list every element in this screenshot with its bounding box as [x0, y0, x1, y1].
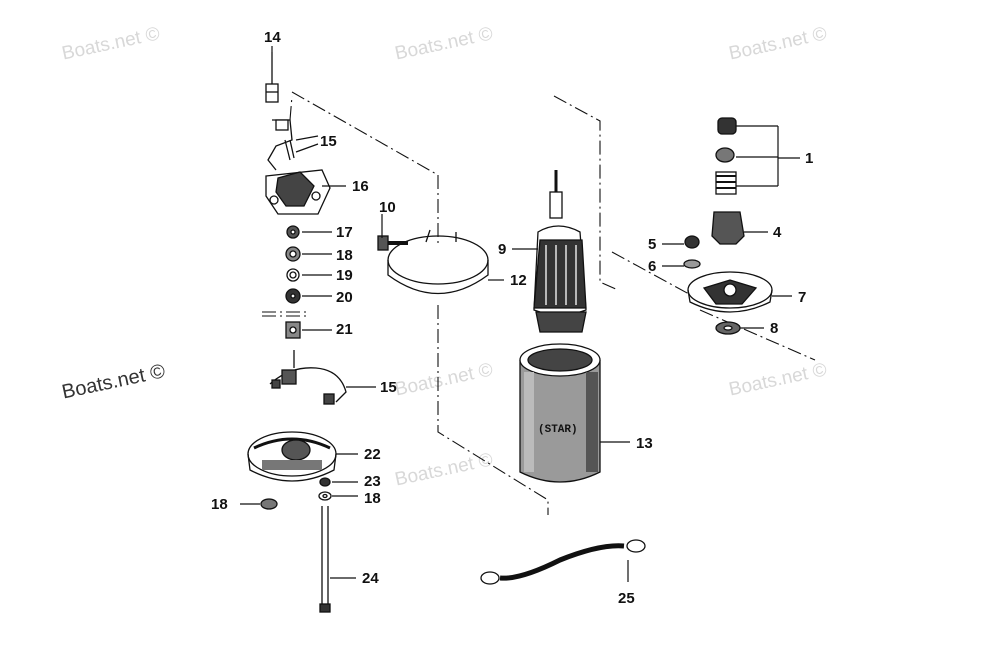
housing-label: (STAR)	[538, 424, 578, 436]
brush-lead-15-lower	[269, 350, 347, 405]
callout-18-lower-right: 18	[364, 490, 381, 507]
alignment-lines	[262, 91, 816, 515]
callout-6: 6	[648, 258, 657, 275]
callout-14: 14	[264, 29, 281, 46]
end-cap-22	[247, 431, 337, 482]
terminal-block-16	[265, 169, 331, 215]
callout-18-lower-left: 18	[211, 496, 228, 513]
callout-9: 9	[498, 241, 507, 258]
band-12	[387, 229, 489, 294]
callout-15-upper: 15	[320, 133, 337, 150]
hardware-1	[715, 117, 737, 195]
housing-13	[519, 343, 601, 483]
callout-15-lower: 15	[380, 379, 397, 396]
callout-24: 24	[362, 570, 379, 587]
end-plate-7	[687, 271, 773, 313]
through-bolt-24	[319, 506, 331, 613]
callout-23: 23	[364, 473, 381, 490]
callout-5: 5	[648, 236, 657, 253]
bolt-14	[265, 52, 279, 103]
callout-13: 13	[636, 435, 653, 452]
callout-17: 17	[336, 224, 353, 241]
callout-8: 8	[770, 320, 779, 337]
callout-22: 22	[364, 446, 381, 463]
callout-25: 25	[618, 590, 635, 607]
callout-20: 20	[336, 289, 353, 306]
callout-4: 4	[773, 224, 782, 241]
callout-19: 19	[336, 267, 353, 284]
callout-12: 12	[510, 272, 527, 289]
callout-16: 16	[352, 178, 369, 195]
armature-9	[533, 170, 587, 333]
callout-21: 21	[336, 321, 353, 338]
callout-1: 1	[805, 150, 814, 167]
callout-7: 7	[798, 289, 807, 306]
callout-10: 10	[379, 199, 396, 216]
callout-18-upper: 18	[336, 247, 353, 264]
bracket-15-upper	[267, 119, 295, 171]
cable-25	[480, 539, 646, 585]
leader-lines	[240, 46, 800, 582]
